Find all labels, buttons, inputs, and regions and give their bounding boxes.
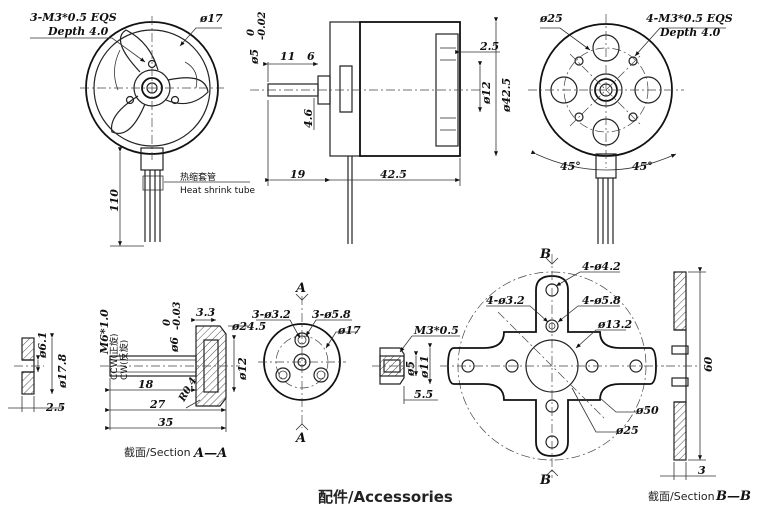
dim-6: 6 [307, 50, 315, 63]
dim-42-5: 42.5 [380, 168, 407, 181]
adapter-dia-17: ø17 [337, 324, 361, 337]
front-depth-note: Depth 4.0 [47, 25, 109, 38]
heat-shrink-cn: 热缩套管 [180, 171, 216, 183]
ccw-label: CCW(正旋) [108, 334, 120, 381]
motor-side-view [250, 17, 500, 244]
shaft-dia: ø5 [248, 49, 261, 65]
rear-thread-note: 4-M3*0.5 EQS [646, 12, 733, 25]
washer-thickness: 2.5 [45, 401, 65, 414]
adapter-dia-6-upper: 0 [162, 319, 173, 326]
adapter-dia-6-lower: -0.03 [172, 301, 183, 330]
shaft-tol-upper: 0 [246, 29, 257, 36]
heat-shrink-en: Heat shrink tube [180, 186, 256, 196]
adapter-mark-a-bottom: A [294, 431, 306, 446]
motor-front-view [30, 16, 250, 247]
dim-2-5: 2.5 [479, 40, 499, 53]
adapter-dia-12: ø12 [236, 357, 249, 381]
cross-dia-50: ø50 [635, 404, 659, 417]
cross-mark-b-top: B [539, 247, 551, 262]
adapter-dim-35: 35 [158, 416, 173, 429]
angle-right: 45° [632, 160, 653, 173]
section-thickness-3: 3 [698, 464, 706, 477]
section-b-name: B—B [715, 489, 751, 504]
dim-11: 11 [280, 50, 295, 63]
section-a-name: A—A [192, 446, 227, 461]
motor-rear-view [528, 14, 726, 244]
adapter-dim-27: 27 [149, 398, 166, 411]
nut-length: 5.5 [414, 388, 433, 401]
front-dia-17: ø17 [199, 12, 223, 25]
section-a-prefix: 截面/Section [124, 445, 191, 459]
dia-42-5: ø42.5 [500, 78, 513, 113]
lead-length-110: 110 [108, 189, 121, 212]
cross-holes-3-2: 4-ø3.2 [486, 294, 525, 307]
nut-section [372, 335, 460, 404]
cross-holes-4-2: 4-ø4.2 [582, 260, 621, 273]
cross-holes-5-8: 4-ø5.8 [582, 294, 621, 307]
adapter-dim-3-3: 3.3 [196, 306, 215, 319]
angle-left: 45° [560, 160, 581, 173]
cw-label: CW(反旋) [118, 340, 130, 380]
nut-dia-11: ø11 [418, 355, 431, 379]
adapter-mark-a-top: A [294, 281, 306, 296]
dim-19: 19 [290, 168, 306, 181]
section-height-60: 60 [702, 356, 715, 372]
front-thread-note: 3-M3*0.5 EQS [30, 11, 117, 24]
adapter-holes-5-8: 3-ø5.8 [312, 308, 351, 321]
accessories-title: 配件/Accessories [318, 488, 453, 506]
adapter-dim-18: 18 [138, 378, 154, 391]
washer-dia-6-1: ø6.1 [36, 332, 49, 359]
shaft-tol-lower: -0.02 [257, 11, 268, 40]
rear-dia-25: ø25 [539, 12, 563, 25]
cross-section-bb [660, 267, 716, 480]
cross-dia-13-2: ø13.2 [597, 318, 632, 331]
adapter-dia-24-5: ø24.5 [231, 320, 266, 333]
washer-section [8, 333, 64, 412]
adapter-thread: M6*1.0 [98, 309, 111, 355]
adapter-front-view [256, 293, 358, 431]
nut-dia-5: ø5 [404, 361, 417, 377]
rear-depth-note: Depth 4.0 [659, 26, 721, 39]
washer-dia-17-8: ø17.8 [56, 354, 69, 389]
dia-12: ø12 [480, 81, 493, 105]
adapter-holes-3-2: 3-ø3.2 [252, 308, 291, 321]
nut-thread: M3*0.5 [413, 324, 459, 337]
section-b-prefix: 截面/Section [648, 489, 715, 503]
dim-4-6: 4.6 [302, 109, 315, 128]
adapter-dia-6: ø6 [168, 337, 181, 353]
prop-adapter-section [100, 318, 248, 432]
cross-dia-25: ø25 [615, 424, 639, 437]
cross-mark-b-bottom: B [539, 473, 551, 488]
cross-mount-view [440, 254, 664, 478]
